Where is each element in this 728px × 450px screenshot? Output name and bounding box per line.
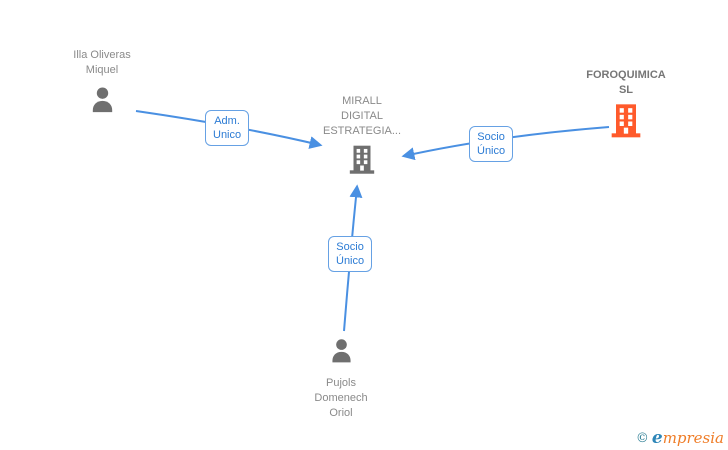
node-label: FOROQUIMICA SL [586,69,666,96]
node-illa-oliveras-miquel[interactable]: Illa Oliveras Miquel [32,48,172,121]
building-icon [345,142,379,181]
node-label: Pujols Domenech Oriol [314,377,368,419]
node-mirall-digital-estrategia[interactable]: MIRALL DIGITAL ESTRATEGIA... [292,94,432,181]
empresia-logo[interactable]: ©empresia [636,428,724,448]
node-foroquimica-sl[interactable]: FOROQUIMICA SL [556,68,696,145]
edge-label-socio-unico-right: Socio Único [469,126,514,162]
node-label: MIRALL DIGITAL ESTRATEGIA... [322,95,402,137]
edge-label-socio-unico-bottom: Socio Único [328,236,373,272]
person-icon [87,85,118,121]
node-pujols-domenech-oriol[interactable]: Pujols Domenech Oriol [271,337,411,421]
brand-name: mpresia [662,429,724,447]
node-label: Illa Oliveras Miquel [73,49,131,76]
brand-initial: e [651,428,663,448]
person-icon [327,337,356,371]
edge-label-adm-unico: Adm. Unico [205,110,250,146]
building-icon [606,100,646,145]
copyright-icon: © [635,431,649,446]
